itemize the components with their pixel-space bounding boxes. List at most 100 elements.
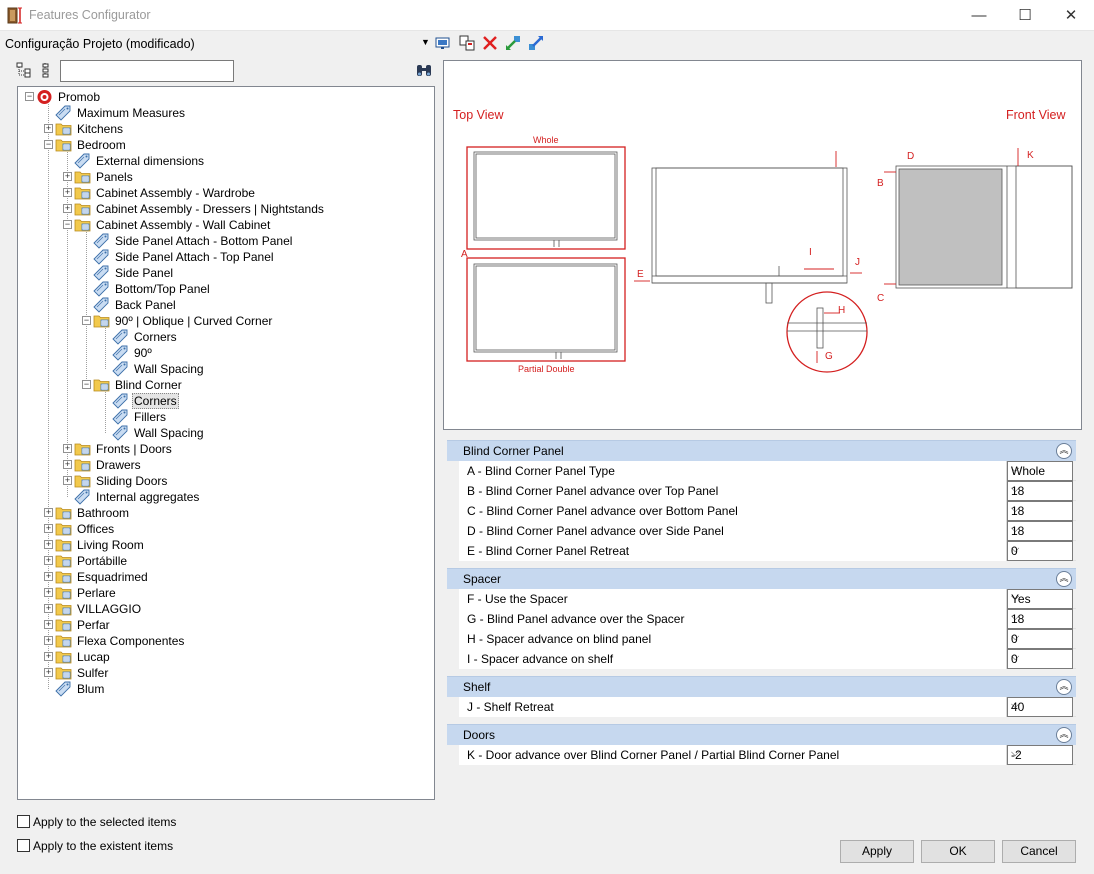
expand-icon[interactable]: + xyxy=(44,539,53,549)
property-value-dropdown[interactable]: 18⌵ xyxy=(1007,609,1073,629)
collapse-icon[interactable]: − xyxy=(25,91,34,101)
tree-node-label: 90º | Oblique | Curved Corner xyxy=(115,314,273,328)
copy-icon[interactable] xyxy=(458,34,476,52)
apply-existent-box[interactable] xyxy=(17,839,30,852)
section-title: Doors xyxy=(463,728,496,742)
chevron-down-icon[interactable]: ⌵ xyxy=(1011,543,1020,555)
collapse-all-icon[interactable] xyxy=(40,62,56,78)
minimize-button[interactable]: — xyxy=(971,7,987,24)
collapse-icon[interactable]: − xyxy=(44,139,53,149)
cancel-button[interactable]: Cancel xyxy=(1002,840,1076,863)
property-value: Yes xyxy=(1011,592,1031,606)
apply-selected-box[interactable] xyxy=(17,815,30,828)
feature-tag-icon xyxy=(74,489,91,505)
expand-icon[interactable]: + xyxy=(44,651,53,661)
property-value: 18 xyxy=(1011,612,1025,626)
binoculars-icon[interactable] xyxy=(416,62,432,78)
chevron-down-icon[interactable]: ⌵ xyxy=(1011,591,1020,603)
ok-button[interactable]: OK xyxy=(921,840,995,863)
dim-b-label: B xyxy=(877,178,884,189)
feature-tag-icon xyxy=(93,233,110,249)
chevron-down-icon[interactable]: ⌵ xyxy=(1011,631,1020,643)
expand-icon[interactable]: + xyxy=(44,635,53,645)
tree-node-label: Sulfer xyxy=(77,666,109,680)
apply-button[interactable]: Apply xyxy=(840,840,914,863)
property-section[interactable]: Blind Corner Panel︽ xyxy=(447,440,1076,461)
property-value-dropdown[interactable]: 18⌵ xyxy=(1007,521,1073,541)
folder-icon xyxy=(55,617,72,633)
monitor-icon[interactable] xyxy=(434,34,452,52)
row-gutter xyxy=(447,697,459,717)
tree-node-label: Wall Spacing xyxy=(134,362,204,376)
collapse-section-icon[interactable]: ︽ xyxy=(1056,443,1072,459)
property-value-dropdown[interactable]: 18⌵ xyxy=(1007,501,1073,521)
close-button[interactable]: ✕ xyxy=(1064,7,1078,24)
configuration-selector[interactable]: Configuração Projeto (modificado) ▼ xyxy=(5,36,430,52)
cabinet-diagram xyxy=(466,146,1073,373)
delete-icon[interactable] xyxy=(481,34,499,52)
chevron-down-icon[interactable]: ⌵ xyxy=(1011,483,1020,495)
apply-existent-label: Apply to the existent items xyxy=(33,839,174,853)
collapse-section-icon[interactable]: ︽ xyxy=(1056,571,1072,587)
property-value-dropdown[interactable]: Yes⌵ xyxy=(1007,589,1073,609)
chevron-down-icon[interactable]: ⌵ xyxy=(1011,463,1020,475)
property-value-dropdown[interactable]: 0⌵ xyxy=(1007,541,1073,561)
import-icon[interactable] xyxy=(504,34,522,52)
expand-icon[interactable]: + xyxy=(63,443,72,453)
whole-label: Whole xyxy=(533,135,559,145)
dim-i-label: I xyxy=(809,247,812,258)
collapse-icon[interactable]: − xyxy=(82,379,91,389)
expand-icon[interactable]: + xyxy=(44,123,53,133)
expand-icon[interactable]: + xyxy=(63,187,72,197)
expand-icon[interactable]: + xyxy=(63,171,72,181)
chevron-down-icon[interactable]: ⌵ xyxy=(1011,523,1020,535)
chevron-down-icon[interactable]: ▼ xyxy=(421,37,430,47)
chevron-down-icon[interactable]: ⌵ xyxy=(1011,747,1020,759)
feature-tag-icon xyxy=(93,249,110,265)
expand-icon[interactable]: + xyxy=(44,619,53,629)
export-icon[interactable] xyxy=(527,34,545,52)
folder-icon xyxy=(55,121,72,137)
collapse-section-icon[interactable]: ︽ xyxy=(1056,727,1072,743)
property-value: 18 xyxy=(1011,484,1025,498)
expand-icon[interactable]: + xyxy=(44,555,53,565)
row-gutter xyxy=(447,649,459,669)
property-value-dropdown[interactable]: 40⌵ xyxy=(1007,697,1073,717)
expand-icon[interactable]: + xyxy=(44,507,53,517)
property-section[interactable]: Shelf︽ xyxy=(447,676,1076,697)
expand-icon[interactable]: + xyxy=(63,459,72,469)
collapse-icon[interactable]: − xyxy=(63,219,72,229)
tree-search-input[interactable] xyxy=(60,60,234,82)
chevron-down-icon[interactable]: ⌵ xyxy=(1011,651,1020,663)
expand-icon[interactable]: + xyxy=(44,603,53,613)
dim-h-label: H xyxy=(838,305,846,316)
property-value-dropdown[interactable]: -2⌵ xyxy=(1007,745,1073,765)
tree-node-label: External dimensions xyxy=(96,154,205,168)
expand-all-icon[interactable] xyxy=(16,62,32,78)
expand-icon[interactable]: + xyxy=(44,667,53,677)
collapse-section-icon[interactable]: ︽ xyxy=(1056,679,1072,695)
property-value-dropdown[interactable]: 18⌵ xyxy=(1007,481,1073,501)
property-section[interactable]: Doors ︽ xyxy=(447,724,1076,745)
expand-icon[interactable]: + xyxy=(63,475,72,485)
folder-icon xyxy=(74,457,91,473)
expand-icon[interactable]: + xyxy=(63,203,72,213)
collapse-icon[interactable]: − xyxy=(82,315,91,325)
chevron-down-icon[interactable]: ⌵ xyxy=(1011,699,1020,711)
expand-icon[interactable]: + xyxy=(44,523,53,533)
maximize-button[interactable]: ☐ xyxy=(1018,7,1032,24)
property-value-dropdown[interactable]: 0⌵ xyxy=(1007,649,1073,669)
property-value-dropdown[interactable]: 0⌵ xyxy=(1007,629,1073,649)
tree-node-label: Offices xyxy=(77,522,115,536)
tree-node-label: Back Panel xyxy=(115,298,176,312)
tree-node-label: Living Room xyxy=(77,538,144,552)
chevron-down-icon[interactable]: ⌵ xyxy=(1011,503,1020,515)
property-value-dropdown[interactable]: Whole⌵ xyxy=(1007,461,1073,481)
property-section[interactable]: Spacer︽ xyxy=(447,568,1076,589)
expand-icon[interactable]: + xyxy=(44,587,53,597)
expand-icon[interactable]: + xyxy=(44,571,53,581)
chevron-down-icon[interactable]: ⌵ xyxy=(1011,611,1020,623)
folder-icon xyxy=(55,649,72,665)
